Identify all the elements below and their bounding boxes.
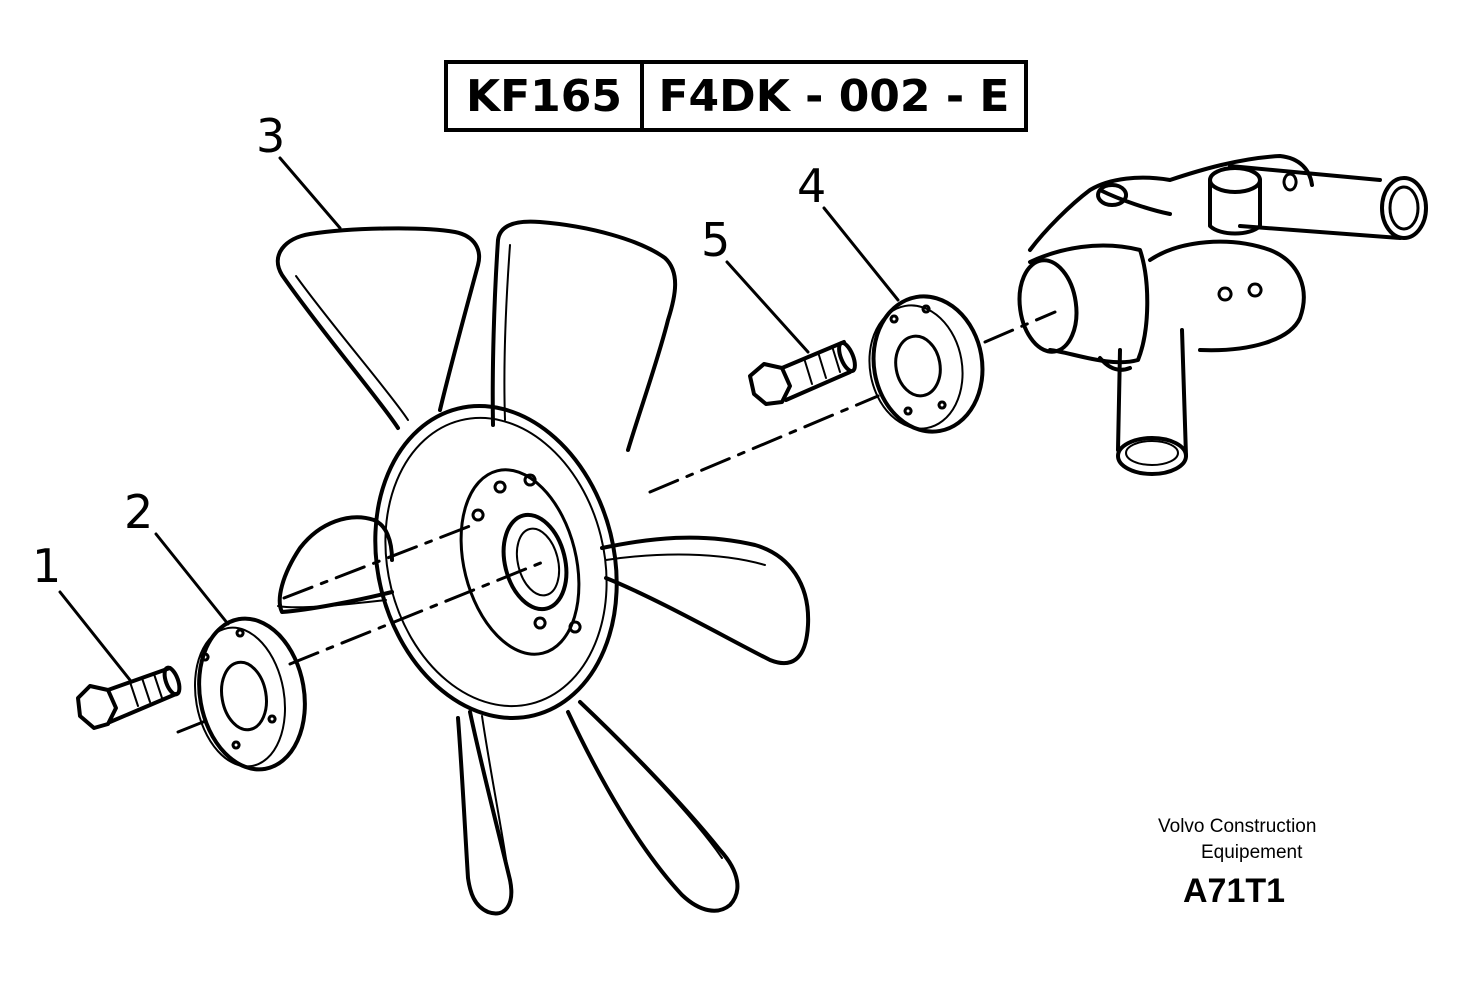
pulley-flange-part-4: [868, 294, 985, 434]
assembly-center-lines: [176, 310, 1057, 734]
fan-blade-assembly: [275, 219, 811, 916]
bolt-part-1: [76, 665, 182, 730]
callout-1: 1: [32, 539, 61, 593]
company-name-line2: Equipement: [1201, 842, 1303, 863]
callout-5: 5: [701, 213, 730, 267]
water-pump-housing: [1017, 154, 1428, 476]
callout-3: 3: [256, 109, 285, 163]
company-name-line1: Volvo Construction: [1158, 816, 1317, 837]
flange-plate-part-2: [193, 616, 307, 772]
callout-2: 2: [124, 485, 153, 539]
model-code: KF165: [448, 64, 644, 128]
title-block: KF165 F4DK - 002 - E: [444, 60, 1028, 132]
callout-4: 4: [797, 159, 826, 213]
bolt-part-5: [748, 340, 857, 406]
group-code: F4DK - 002 - E: [658, 70, 1010, 122]
callout-leaders: [58, 156, 900, 682]
drawing-id: A71T1: [1183, 872, 1286, 910]
